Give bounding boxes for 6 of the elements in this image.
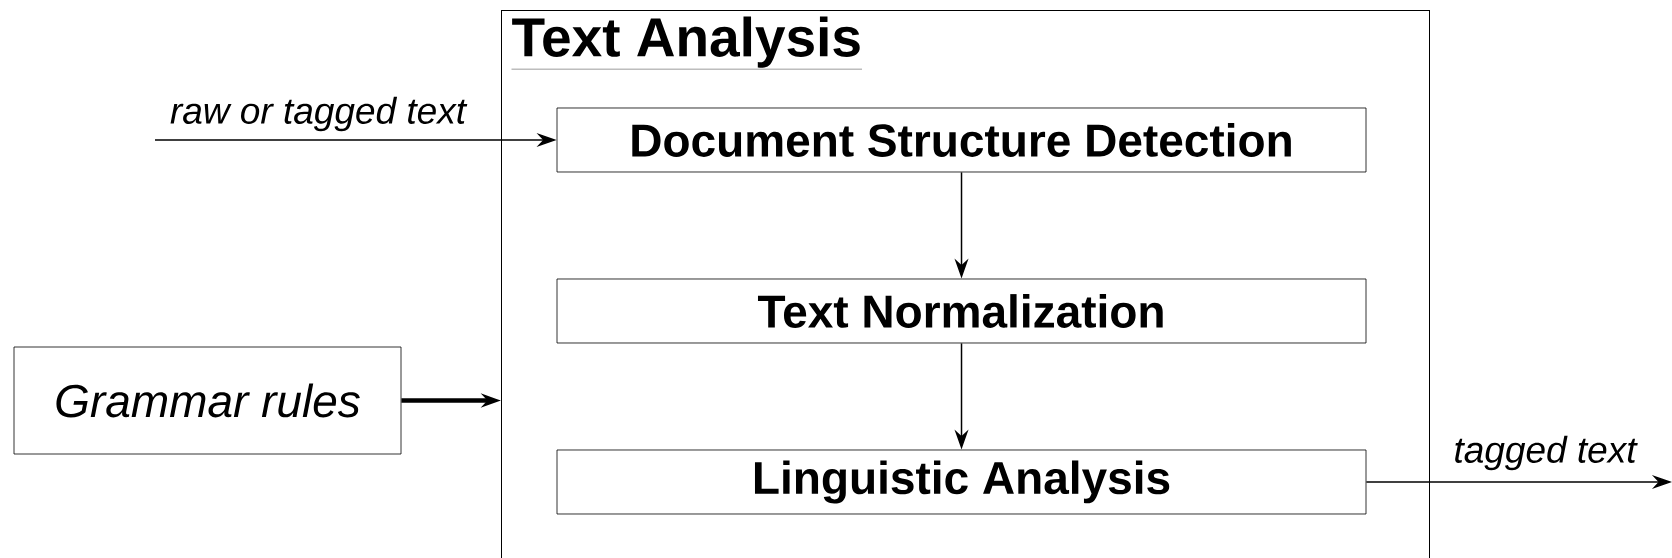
edge-label: raw or tagged text bbox=[170, 96, 468, 132]
edge-label: tagged text bbox=[1455, 435, 1638, 471]
process-box: Linguistic Analysis bbox=[556, 449, 1367, 515]
process-box: Text Normalization bbox=[556, 278, 1367, 344]
process-box: Document Structure Detection bbox=[556, 107, 1367, 173]
input-box: Grammar rules bbox=[13, 346, 402, 455]
